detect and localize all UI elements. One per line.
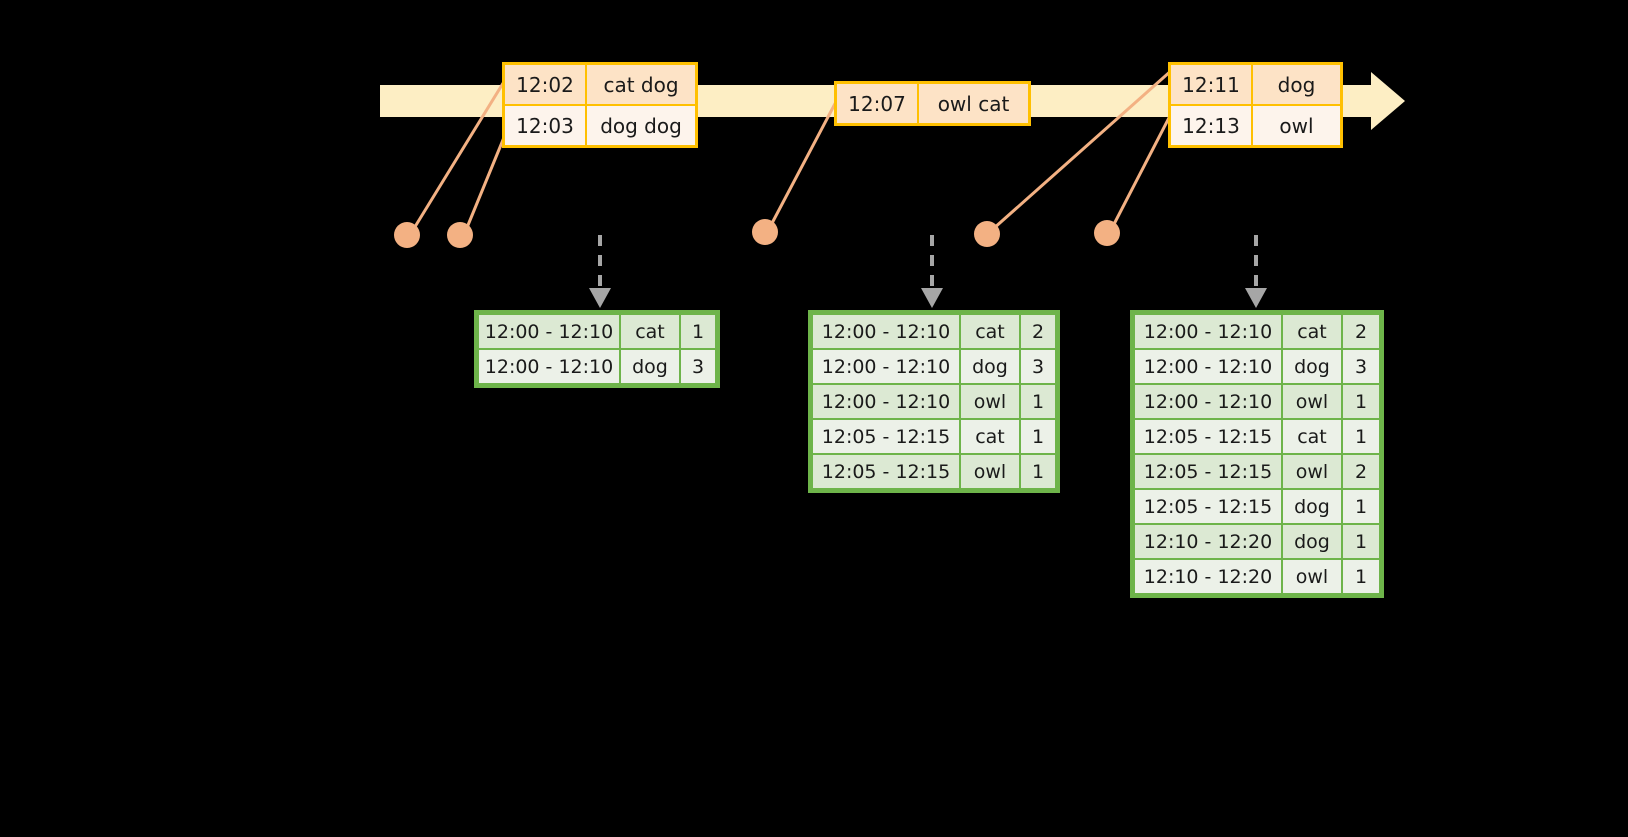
down-arrow-1	[589, 235, 611, 308]
key-cell: cat	[1283, 420, 1341, 453]
key-cell: owl	[1283, 455, 1341, 488]
table-row: 12:00 - 12:10 owl 1	[813, 385, 1055, 418]
key-cell: owl	[961, 455, 1019, 488]
window-cell: 12:00 - 12:10	[813, 385, 959, 418]
result-table-1[interactable]: 12:00 - 12:10 cat 1 12:00 - 12:10 dog 3	[474, 310, 720, 388]
event-row: 12:11 dog	[1171, 65, 1340, 104]
count-cell: 1	[1343, 385, 1379, 418]
key-cell: owl	[961, 385, 1019, 418]
key-cell: cat	[961, 420, 1019, 453]
event-words: cat dog	[587, 65, 695, 104]
event-time: 12:03	[505, 106, 587, 145]
result-table-2[interactable]: 12:00 - 12:10 cat 2 12:00 - 12:10 dog 3 …	[808, 310, 1060, 493]
event-row: 12:02 cat dog	[505, 65, 695, 104]
window-cell: 12:05 - 12:15	[813, 455, 959, 488]
table-row: 12:00 - 12:10 owl 1	[1135, 385, 1379, 418]
count-cell: 2	[1021, 315, 1055, 348]
window-cell: 12:05 - 12:15	[1135, 420, 1281, 453]
count-cell: 1	[1021, 385, 1055, 418]
event-row: 12:13 owl	[1171, 104, 1340, 145]
window-cell: 12:05 - 12:15	[1135, 490, 1281, 523]
count-cell: 1	[1343, 420, 1379, 453]
window-cell: 12:00 - 12:10	[813, 350, 959, 383]
key-cell: dog	[1283, 490, 1341, 523]
table-row: 12:05 - 12:15 cat 1	[1135, 420, 1379, 453]
event-time: 12:13	[1171, 106, 1253, 145]
event-row: 12:07 owl cat	[837, 84, 1028, 123]
table-row: 12:00 - 12:10 dog 3	[1135, 350, 1379, 383]
window-cell: 12:00 - 12:10	[479, 350, 619, 383]
table-row: 12:00 - 12:10 cat 2	[1135, 315, 1379, 348]
window-cell: 12:05 - 12:15	[813, 420, 959, 453]
timeline-arrowhead-icon	[1371, 72, 1405, 130]
result-table-3[interactable]: 12:00 - 12:10 cat 2 12:00 - 12:10 dog 3 …	[1130, 310, 1384, 598]
event-time: 12:07	[837, 84, 919, 123]
window-cell: 12:00 - 12:10	[813, 315, 959, 348]
event-box-1[interactable]: 12:02 cat dog 12:03 dog dog	[502, 62, 698, 148]
table-row: 12:05 - 12:15 owl 2	[1135, 455, 1379, 488]
table-row: 12:05 - 12:15 dog 1	[1135, 490, 1379, 523]
key-cell: cat	[1283, 315, 1341, 348]
key-cell: cat	[621, 315, 679, 348]
window-cell: 12:00 - 12:10	[1135, 385, 1281, 418]
marker-1207[interactable]	[752, 219, 778, 245]
event-words: owl cat	[919, 84, 1028, 123]
count-cell: 1	[1343, 490, 1379, 523]
marker-1203[interactable]	[447, 222, 473, 248]
table-row: 12:10 - 12:20 owl 1	[1135, 560, 1379, 593]
event-words: owl	[1253, 106, 1340, 145]
count-cell: 1	[681, 315, 715, 348]
count-cell: 1	[1343, 525, 1379, 558]
window-cell: 12:00 - 12:10	[1135, 315, 1281, 348]
table-row: 12:05 - 12:15 cat 1	[813, 420, 1055, 453]
event-time: 12:11	[1171, 65, 1253, 104]
event-words: dog	[1253, 65, 1340, 104]
window-cell: 12:05 - 12:15	[1135, 455, 1281, 488]
count-cell: 1	[1343, 560, 1379, 593]
table-row: 12:10 - 12:20 dog 1	[1135, 525, 1379, 558]
event-time: 12:02	[505, 65, 587, 104]
count-cell: 3	[1343, 350, 1379, 383]
count-cell: 1	[1021, 420, 1055, 453]
window-cell: 12:00 - 12:10	[1135, 350, 1281, 383]
table-row: 12:00 - 12:10 dog 3	[813, 350, 1055, 383]
event-row: 12:03 dog dog	[505, 104, 695, 145]
table-row: 12:00 - 12:10 dog 3	[479, 350, 715, 383]
marker-1211[interactable]	[974, 221, 1000, 247]
marker-1213[interactable]	[1094, 220, 1120, 246]
key-cell: dog	[621, 350, 679, 383]
marker-1202[interactable]	[394, 222, 420, 248]
count-cell: 1	[1021, 455, 1055, 488]
count-cell: 3	[1021, 350, 1055, 383]
table-row: 12:05 - 12:15 owl 1	[813, 455, 1055, 488]
key-cell: dog	[1283, 525, 1341, 558]
key-cell: dog	[961, 350, 1019, 383]
event-box-3[interactable]: 12:11 dog 12:13 owl	[1168, 62, 1343, 148]
count-cell: 2	[1343, 315, 1379, 348]
count-cell: 2	[1343, 455, 1379, 488]
down-arrow-2	[921, 235, 943, 308]
table-row: 12:00 - 12:10 cat 1	[479, 315, 715, 348]
window-cell: 12:00 - 12:10	[479, 315, 619, 348]
table-row: 12:00 - 12:10 cat 2	[813, 315, 1055, 348]
event-box-2[interactable]: 12:07 owl cat	[834, 81, 1031, 126]
key-cell: dog	[1283, 350, 1341, 383]
key-cell: owl	[1283, 385, 1341, 418]
event-words: dog dog	[587, 106, 695, 145]
key-cell: owl	[1283, 560, 1341, 593]
window-cell: 12:10 - 12:20	[1135, 560, 1281, 593]
window-cell: 12:10 - 12:20	[1135, 525, 1281, 558]
down-arrow-3	[1245, 235, 1267, 308]
count-cell: 3	[681, 350, 715, 383]
key-cell: cat	[961, 315, 1019, 348]
